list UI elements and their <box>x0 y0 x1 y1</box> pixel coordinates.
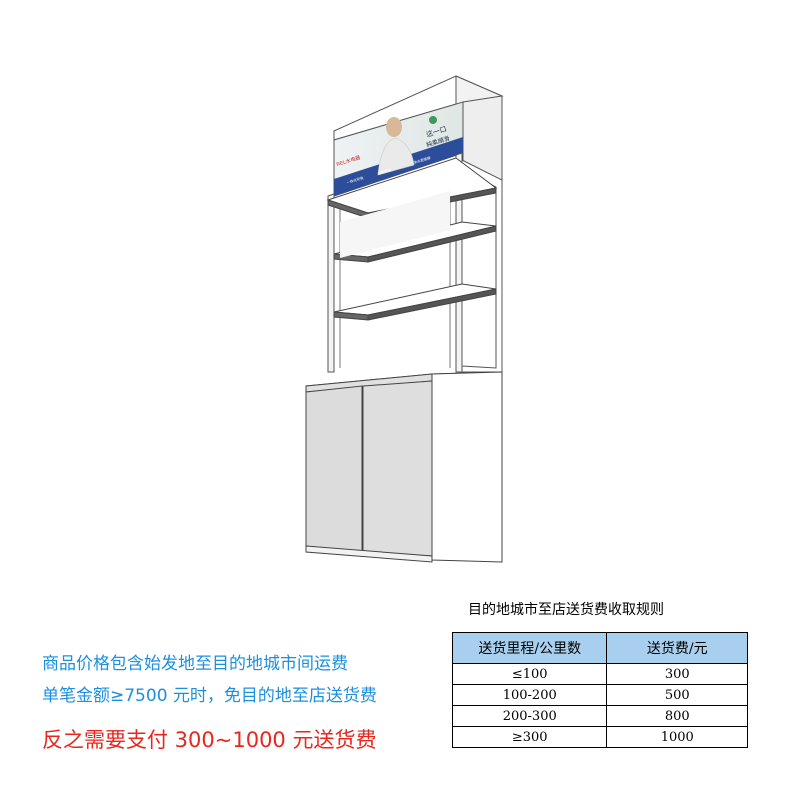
banner-feature-2: 过滤精度 <box>377 167 392 176</box>
fee-cell: 500 <box>606 684 748 706</box>
table-row: 100-200 500 <box>451 684 748 706</box>
banner-sign: REL水电器 这一口 純柔順滑 一体化安装 过滤精度 净水更健康 <box>333 101 464 197</box>
distance-cell: 200-300 <box>451 705 608 727</box>
header-distance: 送货里程/公里数 <box>451 632 608 664</box>
leaf-icon <box>429 116 437 124</box>
cabinet-door-right <box>362 380 433 557</box>
table-header-row: 送货里程/公里数 送货费/元 <box>451 632 748 664</box>
fee-cell: 300 <box>606 663 748 685</box>
rules-title: 目的地城市至店送货费收取规则 <box>468 602 664 618</box>
banner-feature-1: 一体化安装 <box>346 175 365 185</box>
distance-cell: 100-200 <box>451 684 608 706</box>
fee-cell: 1000 <box>606 726 748 748</box>
delivery-fee-table: 送货里程/公里数 送货费/元 ≤100 300 100-200 500 200-… <box>451 632 748 748</box>
cabinet-door-left <box>305 385 363 553</box>
fee-cell: 800 <box>606 705 748 727</box>
distance-cell: ≤100 <box>451 663 608 685</box>
shelves <box>326 157 498 321</box>
header-fee: 送货费/元 <box>606 632 748 664</box>
note-shipping-included: 商品价格包含始发地至目的地城市间运费 <box>42 654 348 674</box>
table-row: ≥300 1000 <box>451 726 748 748</box>
base-cabinet <box>305 371 503 563</box>
banner-feature-3: 净水更健康 <box>413 155 432 165</box>
note-delivery-fee-range: 反之需要支付 300~1000 元送货费 <box>42 728 377 752</box>
distance-cell: ≥300 <box>451 726 608 748</box>
table-row: ≤100 300 <box>451 663 748 685</box>
note-free-delivery-threshold: 单笔金额≥7500 元时，免目的地至店送货费 <box>42 686 377 706</box>
table-row: 200-300 800 <box>451 705 748 727</box>
top-box <box>333 75 504 181</box>
